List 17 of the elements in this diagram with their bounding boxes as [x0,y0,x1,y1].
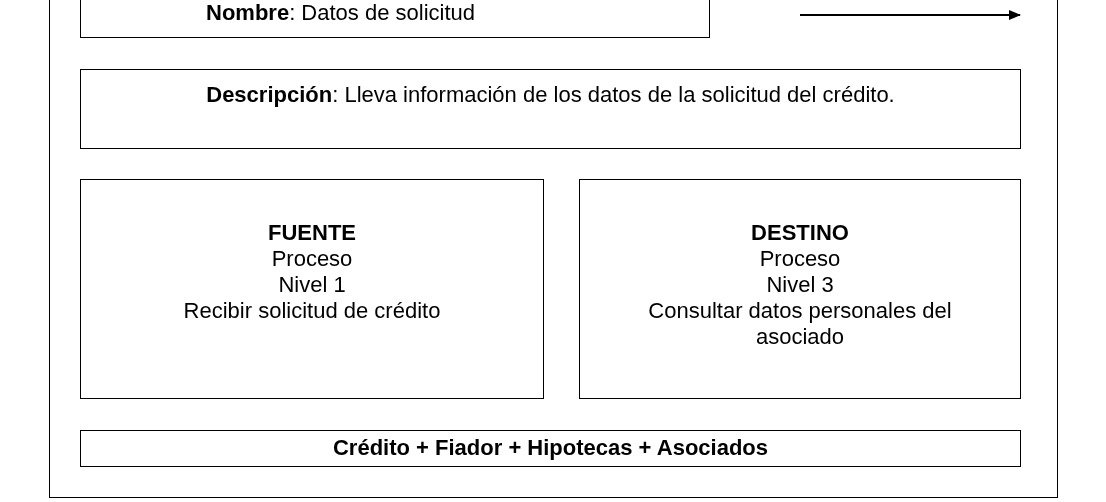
field-box [80,69,1021,149]
box-text: Proceso [758,246,842,272]
box-text: Nivel 1 [277,272,347,298]
box-heading: FUENTE [267,220,357,246]
field-box [80,430,1021,467]
box-text: Nivel 3 [765,272,835,298]
box-text: Nombre: Datos de solicitud [205,0,476,26]
frame-box [49,0,1058,498]
box-text: Consultar datos personales del asociado [647,298,953,350]
field-box [579,179,1021,399]
box-text: Descripción: Lleva información de los datos de la solicitud del crédito. [205,81,896,108]
box-heading: DESTINO [750,220,850,246]
field-box [80,0,710,38]
box-text: Recibir solicitud de crédito [182,298,442,324]
box-text: Proceso [270,246,354,272]
field-box [80,179,544,399]
box-text: Crédito + Fiador + Hipotecas + Asociados [332,435,769,461]
